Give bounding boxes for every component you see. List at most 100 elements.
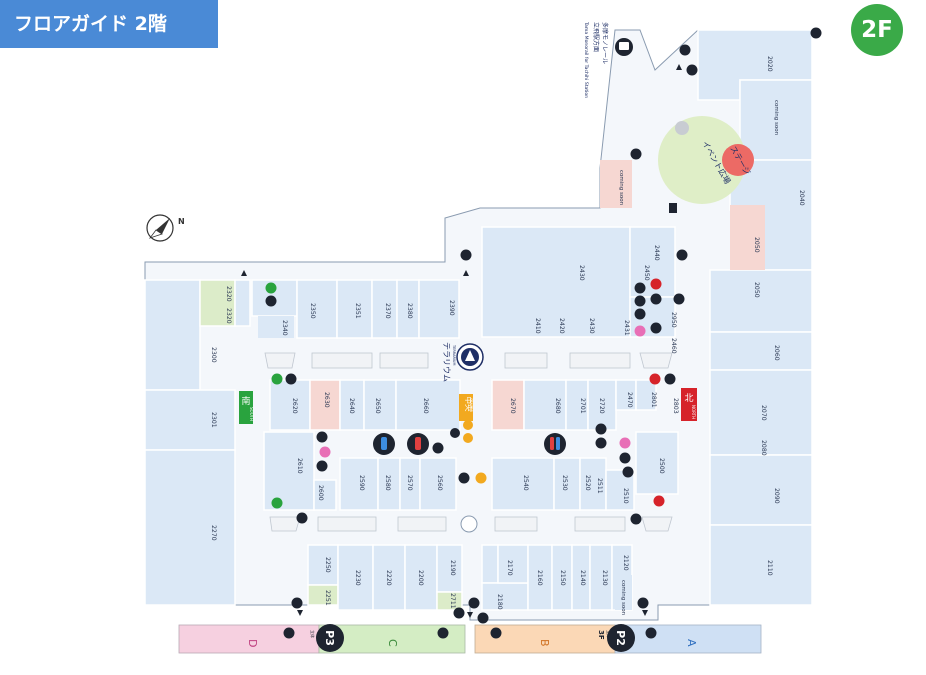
svg-text:2120: 2120 [622, 555, 629, 571]
locker-icon [669, 203, 677, 213]
svg-text:NORTH: NORTH [691, 405, 696, 419]
parking-p2[interactable]: P2 3F 立体 [597, 624, 635, 652]
elevator-icon [316, 431, 328, 443]
svg-text:2250: 2250 [324, 557, 331, 573]
escalator-icon [686, 64, 698, 76]
svg-text:2320: 2320 [225, 286, 232, 302]
floor-badge: 2F [851, 4, 903, 56]
svg-text:SOUTH: SOUTH [249, 407, 254, 421]
nursing-icon [649, 373, 661, 385]
svg-text:2270: 2270 [210, 525, 217, 541]
svg-text:2711: 2711 [449, 593, 456, 609]
escalator-icon [437, 627, 449, 639]
monorail-line3: Tama Monorail for Tachihi Station [583, 21, 589, 98]
svg-text:2190: 2190 [449, 560, 456, 576]
svg-text:2110: 2110 [766, 560, 773, 576]
restroom-group-right[interactable] [544, 433, 566, 455]
svg-text:2390: 2390 [448, 300, 455, 316]
accessible-restroom-icon [316, 460, 328, 472]
escalator-icon [490, 627, 502, 639]
elevator-icon [595, 437, 607, 449]
exit-arrow-icon [676, 64, 682, 70]
svg-text:2670: 2670 [509, 398, 516, 414]
facility-icons[interactable] [265, 27, 822, 624]
atm-icon [265, 282, 277, 294]
monorail-line2: 立飛駅方面 [592, 22, 600, 52]
svg-text:2430: 2430 [578, 265, 585, 281]
escalator-icon [468, 597, 480, 609]
exit-arrow-icon [642, 610, 648, 616]
escalator-icon [271, 497, 283, 509]
escalator-icon [460, 249, 472, 261]
restroom-group-left[interactable] [373, 433, 429, 455]
svg-text:2801: 2801 [650, 392, 657, 408]
locker-icon [634, 308, 646, 320]
svg-text:2640: 2640 [348, 398, 355, 414]
svg-text:2440: 2440 [653, 245, 660, 261]
nursing-icon [622, 466, 634, 478]
escalator-icon [458, 472, 470, 484]
terrarium-tree-icon [465, 350, 475, 361]
svg-text:2701: 2701 [579, 398, 586, 414]
terrarium[interactable]: テラリウム TERRARIUM [442, 342, 484, 382]
svg-text:2300: 2300 [210, 347, 217, 363]
escalator-icon [630, 513, 642, 525]
escalator-icon [296, 512, 308, 524]
svg-text:南: 南 [241, 395, 250, 407]
escalator-icon [630, 148, 642, 160]
escalator-icon [634, 295, 646, 307]
svg-text:2430: 2430 [588, 318, 595, 334]
svg-text:2370: 2370 [384, 303, 391, 319]
elevator-icon [650, 293, 662, 305]
zone-d-label: D [246, 639, 259, 647]
direction-center: 中央 CENTER [459, 394, 474, 421]
escalator-icon [265, 295, 277, 307]
restroom-icon [650, 278, 662, 290]
escalator-icon [291, 597, 303, 609]
atm-icon [664, 373, 676, 385]
svg-text:2170: 2170 [506, 560, 513, 576]
compass-north-label: N [178, 217, 185, 226]
svg-text:中央: 中央 [464, 397, 474, 412]
smoking-icon [673, 293, 685, 305]
terrarium-sub: TERRARIUM [452, 344, 456, 366]
svg-text:2410: 2410 [534, 318, 541, 334]
svg-text:2220: 2220 [385, 570, 392, 586]
exit-arrow-icon [463, 270, 469, 276]
zone-a-label: A [685, 639, 698, 647]
svg-text:2600: 2600 [317, 485, 324, 501]
svg-text:2140: 2140 [579, 570, 586, 586]
svg-text:2530: 2530 [561, 475, 568, 491]
north-row-west [251, 279, 460, 339]
event-plaza[interactable]: イベント広場 ステージ [658, 116, 754, 204]
svg-text:2040: 2040 [798, 190, 805, 206]
svg-text:2130: 2130 [601, 570, 608, 586]
p3-label: P3 [323, 630, 336, 646]
p2-note: 立体 [606, 630, 612, 638]
svg-text:北: 北 [684, 393, 693, 404]
svg-text:2301: 2301 [210, 412, 217, 428]
svg-text:coming soon: coming soon [620, 580, 626, 616]
svg-text:2070: 2070 [760, 405, 767, 421]
svg-text:2803: 2803 [672, 398, 679, 414]
svg-text:2590: 2590 [358, 475, 365, 491]
exit-arrow-icon [467, 612, 473, 618]
accessible-restroom-icon [650, 322, 662, 334]
parking-zones[interactable]: D C B A [178, 624, 762, 654]
escalator-icon [453, 607, 465, 619]
fountain-marker [460, 515, 478, 533]
escalator-icon [432, 442, 444, 454]
zone-c-label: C [386, 639, 399, 647]
svg-text:2570: 2570 [406, 475, 413, 491]
locker-icon [595, 423, 607, 435]
p3-floor: 3F [316, 630, 324, 640]
monorail-station[interactable]: 多摩モノレール 立飛駅方面 Tama Monorail for Tachihi … [583, 21, 633, 98]
corridor-markers [264, 352, 673, 532]
parking-p3[interactable]: P3 3F 立体 [310, 624, 344, 652]
svg-text:2180: 2180 [496, 594, 503, 610]
svg-text:2450: 2450 [643, 265, 650, 281]
svg-text:2620: 2620 [291, 398, 298, 414]
svg-text:2380: 2380 [406, 303, 413, 319]
floor-guide-title: フロアガイド 2階 [0, 0, 218, 48]
